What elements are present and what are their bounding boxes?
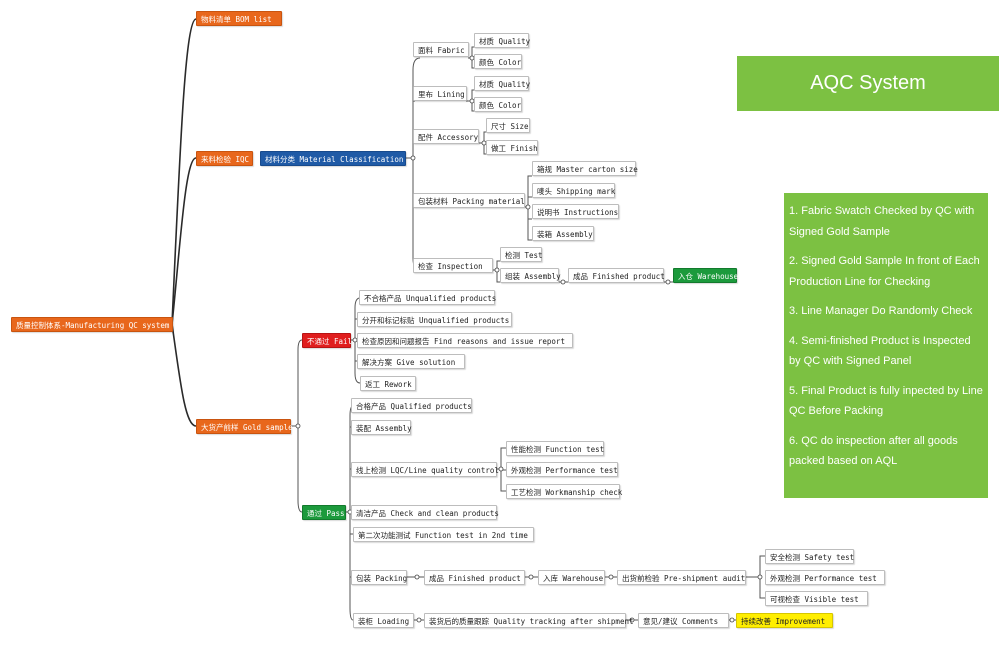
fail-node[interactable]: 不通过 Fail: [302, 333, 352, 348]
finished-product-node[interactable]: 成品 Finished product: [424, 570, 525, 585]
master-carton-node[interactable]: 箱规 Master carton size: [532, 161, 638, 176]
iqc-node[interactable]: 来料检验 IQC: [196, 151, 253, 166]
note-2: 2. Signed Gold Sample In front of Each P…: [789, 255, 980, 288]
fabric-color-node[interactable]: 颜色 Color: [474, 54, 522, 69]
note-5: 5. Final Product is fully inpected by Li…: [789, 384, 983, 418]
packing-node[interactable]: 包装 Packing: [351, 570, 407, 585]
warehouse-node[interactable]: 入库 Warehouse: [538, 570, 605, 585]
rework-node[interactable]: 返工 Rework: [360, 376, 416, 391]
shipping-mark-node[interactable]: 唛头 Shipping mark: [532, 183, 615, 198]
note-4: 4. Semi-finished Product is Inspected by…: [789, 334, 971, 368]
warehouse-in-node[interactable]: 入仓 Warehouse: [673, 268, 738, 283]
accessory-node[interactable]: 配件 Accessory: [413, 129, 479, 144]
check-clean-node[interactable]: 清洁产品 Check and clean products: [351, 505, 499, 520]
accessory-size-node[interactable]: 尺寸 Size: [486, 118, 530, 133]
function-test-2nd-node[interactable]: 第二次功能测试 Function test in 2nd time: [353, 527, 534, 542]
function-test-node[interactable]: 性能检测 Function test: [506, 441, 604, 456]
qualified-products-node[interactable]: 合格产品 Qualified products: [351, 398, 472, 413]
unqualified-products-node[interactable]: 不合格产品 Unqualified products: [359, 290, 496, 305]
inspection-finished-node[interactable]: 成品 Finished product: [568, 268, 665, 283]
assembly-node[interactable]: 装配 Assembly: [351, 420, 412, 435]
visible-test-node[interactable]: 可视检查 Visible test: [765, 591, 868, 606]
lining-node[interactable]: 里布 Lining: [413, 86, 467, 101]
gold-sample-node[interactable]: 大货产前样 Gold sample: [196, 419, 293, 434]
lining-quality-node[interactable]: 材质 Quality: [474, 76, 530, 91]
pass-node[interactable]: 通过 Pass: [302, 505, 346, 520]
inspection-assembly-node[interactable]: 组装 Assembly: [500, 268, 561, 283]
comments-node[interactable]: 意见/建议 Comments: [638, 613, 729, 628]
note-1: 1. Fabric Swatch Checked by QC with Sign…: [789, 205, 975, 238]
note-6: 6. QC do inspection after all goods pack…: [789, 434, 958, 468]
loading-node[interactable]: 装柜 Loading: [353, 613, 414, 628]
fabric-quality-node[interactable]: 材质 Quality: [474, 33, 530, 48]
improvement-node[interactable]: 持续改善 Improvement: [736, 613, 833, 628]
inspection-node[interactable]: 检查 Inspection: [413, 258, 493, 273]
bom-node[interactable]: 物料清单 BOM list: [196, 11, 282, 26]
aqc-system-title: AQC System: [737, 56, 999, 111]
lining-color-node[interactable]: 颜色 Color: [474, 97, 522, 112]
performance-test-2-node[interactable]: 外观检测 Performance test: [765, 570, 885, 585]
instructions-node[interactable]: 说明书 Instructions: [532, 204, 619, 219]
accessory-finish-node[interactable]: 做工 Finish: [486, 140, 538, 155]
safety-test-node[interactable]: 安全检测 Safety test: [765, 549, 854, 564]
root-node[interactable]: 质量控制体系-Manufacturing QC system: [11, 317, 173, 332]
workmanship-check-node[interactable]: 工艺检测 Workmanship check: [506, 484, 622, 499]
pm-assembly-node[interactable]: 装箱 Assembly: [532, 226, 594, 241]
packing-material-node[interactable]: 包装材料 Packing material: [413, 193, 525, 208]
quality-tracking-node[interactable]: 装货后的质量跟踪 Quality tracking after shipment: [424, 613, 634, 628]
separate-label-node[interactable]: 分开和标记标贴 Unqualified products: [357, 312, 512, 327]
line-qc-node[interactable]: 线上检测 LQC/Line quality control: [351, 462, 499, 477]
fabric-node[interactable]: 面料 Fabric: [413, 42, 469, 57]
material-classification-node[interactable]: 材料分类 Material Classification: [260, 151, 406, 166]
performance-test-node[interactable]: 外观检测 Performance test: [506, 462, 618, 477]
give-solution-node[interactable]: 解决方案 Give solution: [357, 354, 465, 369]
pre-shipment-audit-node[interactable]: 出货前检验 Pre-shipment audit: [617, 570, 746, 585]
find-reasons-node[interactable]: 检查原因和问题报告 Find reasons and issue report: [357, 333, 573, 348]
qc-notes-panel: 1. Fabric Swatch Checked by QC with Sign…: [784, 193, 988, 498]
inspection-test-node[interactable]: 检测 Test: [500, 247, 543, 262]
note-3: 3. Line Manager Do Randomly Check: [789, 305, 973, 317]
